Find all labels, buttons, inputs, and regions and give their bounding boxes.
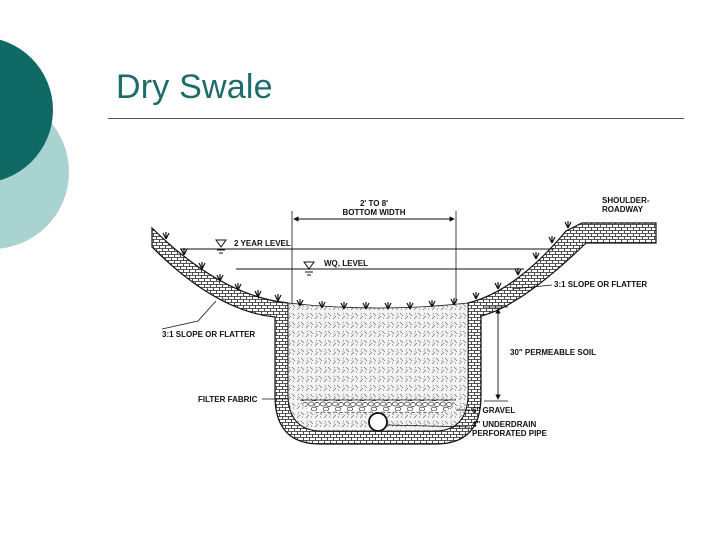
grass-tufts xyxy=(162,221,572,310)
slope-right-label: 3:1 SLOPE OR FLATTER xyxy=(554,280,647,289)
wq-level-icon xyxy=(303,261,315,276)
shoulder-label-line1: SHOULDER- xyxy=(602,196,650,205)
underdrain-pipe xyxy=(368,412,388,432)
two-year-level-icon xyxy=(215,239,227,254)
decorative-circles xyxy=(0,0,120,300)
underdrain-label-line1: 4" UNDERDRAIN xyxy=(472,420,536,429)
bottom-width-label-line2: BOTTOM WIDTH xyxy=(343,208,406,217)
slope-left-leader xyxy=(161,300,217,330)
dry-swale-diagram: 2' TO 8' BOTTOM WIDTH 2 YEAR LEVEL WQ, L… xyxy=(116,131,662,473)
slope-left-label: 3:1 SLOPE OR FLATTER xyxy=(162,330,255,339)
title-divider xyxy=(108,118,684,119)
filter-fabric-label: FILTER FABRIC xyxy=(198,395,258,404)
gravel-layer xyxy=(300,400,456,413)
permeable-soil-fill xyxy=(287,302,469,432)
underdrain-label-line2: PERFORATED PIPE xyxy=(472,429,548,438)
dark-teal-circle xyxy=(0,39,53,181)
slide-title: Dry Swale xyxy=(116,68,273,106)
underdrain-leader xyxy=(386,424,471,428)
bottom-width-label-line1: 2' TO 8' xyxy=(360,199,388,208)
wq-level-label: WQ, LEVEL xyxy=(324,259,368,268)
shoulder-label-line2: ROADWAY xyxy=(602,205,644,214)
two-year-level-label: 2 YEAR LEVEL xyxy=(234,239,291,248)
slope-right-leader xyxy=(511,284,553,290)
permeable-soil-label: 30" PERMEABLE SOIL xyxy=(510,348,596,357)
gravel-label: 6" GRAVEL xyxy=(472,406,515,415)
